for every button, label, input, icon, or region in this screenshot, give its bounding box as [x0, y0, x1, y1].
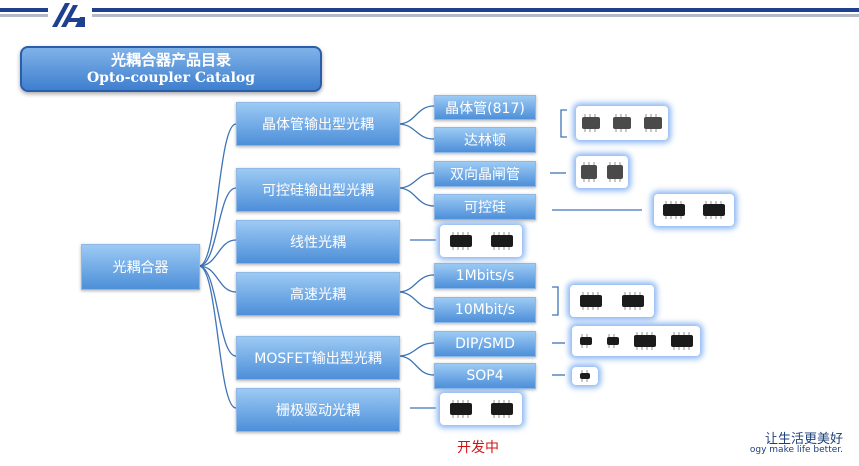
header-line [92, 8, 859, 12]
product-image-transistor [576, 106, 668, 140]
sub-triac: 双向晶闸管 [434, 161, 536, 187]
chip-icon [670, 332, 693, 350]
title-chinese: 光耦合器产品目录 [110, 51, 231, 69]
sub-sop4: SOP4 [434, 363, 536, 389]
product-image-sop4 [572, 367, 598, 385]
connector-line [198, 187, 237, 267]
category-linear: 线性光耦 [236, 220, 400, 264]
chip-icon [643, 114, 662, 132]
page-title: 光耦合器产品目录 Opto-coupler Catalog [20, 46, 322, 92]
connector-line [198, 265, 237, 293]
header-line [0, 8, 48, 12]
sub-dip-smd: DIP/SMD [434, 331, 536, 357]
connector-line [397, 123, 435, 140]
chip-icon [579, 334, 592, 348]
header-bar [0, 0, 859, 27]
chip-icon [580, 370, 590, 382]
chip-icon [633, 332, 656, 350]
connector-line [198, 265, 237, 357]
chip-icon [449, 232, 472, 250]
sub-10mbit: 10Mbit/s [434, 297, 536, 323]
sub-transistor-817: 晶体管(817) [434, 95, 536, 120]
sub-darlington: 达林顿 [434, 127, 536, 153]
header-line [92, 14, 859, 17]
developing-label: 开发中 [457, 440, 499, 456]
category-transistor-output: 晶体管输出型光耦 [236, 102, 400, 146]
chip-icon [582, 114, 601, 132]
root-node: 光耦合器 [81, 244, 200, 290]
category-high-speed: 高速光耦 [236, 272, 400, 316]
chip-icon [606, 334, 619, 348]
product-image-scr [654, 194, 734, 226]
connector-line [397, 105, 435, 125]
chip-icon [607, 162, 623, 182]
footer-slogan-en: ogy make life better. [749, 445, 843, 455]
chip-icon [612, 114, 631, 132]
sub-scr: 可控硅 [434, 194, 536, 220]
chip-icon [663, 201, 685, 219]
product-image-linear [440, 225, 522, 257]
title-english: Opto-coupler Catalog [86, 70, 256, 86]
category-mosfet-output: MOSFET输出型光耦 [236, 336, 400, 380]
product-image-mosfet [572, 326, 700, 356]
connector-line [397, 342, 435, 357]
footer-slogan-cn: 让生活更美好 [764, 432, 843, 447]
connector-line [198, 239, 237, 267]
product-image-triac [576, 156, 628, 188]
chip-icon [490, 232, 513, 250]
company-logo [49, 0, 89, 27]
chip-icon [580, 292, 602, 310]
header-line [0, 14, 48, 17]
category-gate-driver: 栅极驱动光耦 [236, 388, 400, 432]
chip-icon [622, 292, 644, 310]
connector-line [198, 265, 237, 409]
chip-icon [703, 201, 725, 219]
connector-line [397, 291, 435, 310]
product-image-gate-driver [440, 393, 522, 425]
chip-icon [490, 400, 513, 418]
connector-line [198, 123, 237, 267]
connector-line [397, 172, 435, 189]
chip-icon [581, 162, 597, 182]
bracket [552, 286, 559, 316]
sub-1mbits: 1Mbits/s [434, 263, 536, 289]
category-scr-output: 可控硅输出型光耦 [236, 168, 400, 212]
product-image-high-speed [570, 285, 654, 317]
connector-line [397, 355, 435, 376]
bracket [560, 109, 567, 138]
connector-line [397, 274, 435, 293]
connector-line [397, 187, 435, 207]
chip-icon [449, 400, 472, 418]
